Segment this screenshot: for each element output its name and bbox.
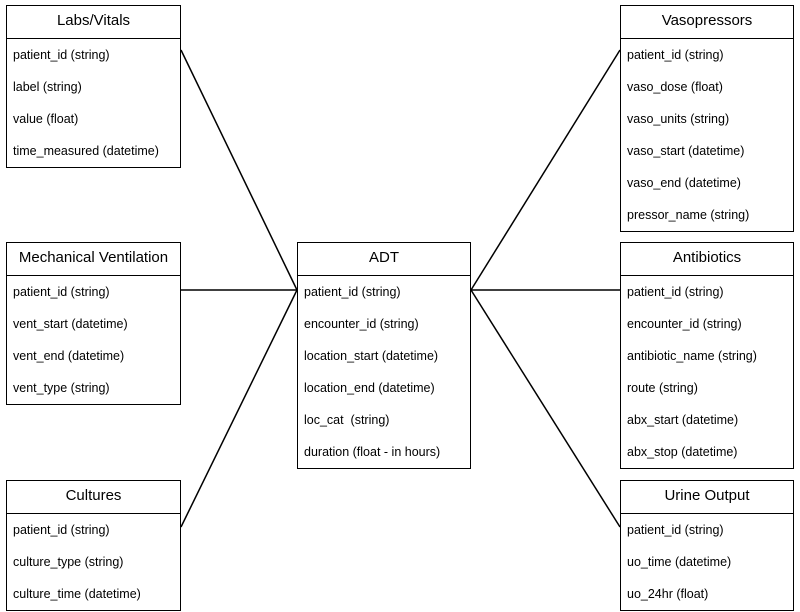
entity-title: Mechanical Ventilation <box>7 243 180 276</box>
entity-field: encounter_id (string) <box>627 317 742 331</box>
entity-field: patient_id (string) <box>627 48 724 62</box>
entity-field: pressor_name (string) <box>627 208 750 222</box>
entity-field: time_measured (datetime) <box>13 144 159 158</box>
connector-labs-adt <box>180 49 298 291</box>
connector-urine-adt <box>470 289 621 528</box>
entity-field: value (float) <box>13 112 79 126</box>
entity-title: Urine Output <box>621 481 793 514</box>
entity-field: vaso_start (datetime) <box>627 144 745 158</box>
entity-field: uo_time (datetime) <box>627 555 732 569</box>
entity-field: patient_id (string) <box>627 285 724 299</box>
entity-title: Cultures <box>7 481 180 514</box>
entity-field: patient_id (string) <box>13 523 110 537</box>
entity-labs-vitals[interactable]: Labs/Vitals patient_id (string) label (s… <box>6 5 181 168</box>
entity-field: vaso_dose (float) <box>627 80 723 94</box>
entity-field: vent_type (string) <box>13 381 110 395</box>
entity-title: Antibiotics <box>621 243 793 276</box>
entity-antibiotics[interactable]: Antibiotics patient_id (string) encounte… <box>620 242 794 469</box>
entity-field: abx_start (datetime) <box>627 413 739 427</box>
entity-mechanical-ventilation[interactable]: Mechanical Ventilation patient_id (strin… <box>6 242 181 405</box>
entity-field: vent_end (datetime) <box>13 349 125 363</box>
entity-field: abx_stop (datetime) <box>627 445 738 459</box>
entity-field: location_end (datetime) <box>304 381 435 395</box>
entity-field: antibiotic_name (string) <box>627 349 757 363</box>
entity-field: route (string) <box>627 381 698 395</box>
entity-field: culture_type (string) <box>13 555 124 569</box>
entity-urine-output[interactable]: Urine Output patient_id (string) uo_time… <box>620 480 794 611</box>
entity-field: vaso_end (datetime) <box>627 176 741 190</box>
entity-field: encounter_id (string) <box>304 317 419 331</box>
entity-field: culture_time (datetime) <box>13 587 141 601</box>
entity-title: Labs/Vitals <box>7 6 180 39</box>
connector-vaso-adt <box>470 49 621 291</box>
entity-field: patient_id (string) <box>304 285 401 299</box>
entity-field: patient_id (string) <box>627 523 724 537</box>
entity-title: ADT <box>298 243 470 276</box>
entity-field: uo_24hr (float) <box>627 587 709 601</box>
entity-field: patient_id (string) <box>13 48 110 62</box>
entity-field: label (string) <box>13 80 82 94</box>
entity-field: duration (float - in hours) <box>304 445 441 459</box>
entity-vasopressors[interactable]: Vasopressors patient_id (string) vaso_do… <box>620 5 794 232</box>
entity-adt[interactable]: ADT patient_id (string) encounter_id (st… <box>297 242 471 469</box>
entity-field: loc_cat (string) <box>304 413 390 427</box>
entity-cultures[interactable]: Cultures patient_id (string) culture_typ… <box>6 480 181 611</box>
connector-cult-adt <box>180 289 298 528</box>
entity-title: Vasopressors <box>621 6 793 39</box>
entity-field: patient_id (string) <box>13 285 110 299</box>
entity-field: vaso_units (string) <box>627 112 730 126</box>
entity-field: location_start (datetime) <box>304 349 439 363</box>
entity-field: vent_start (datetime) <box>13 317 128 331</box>
